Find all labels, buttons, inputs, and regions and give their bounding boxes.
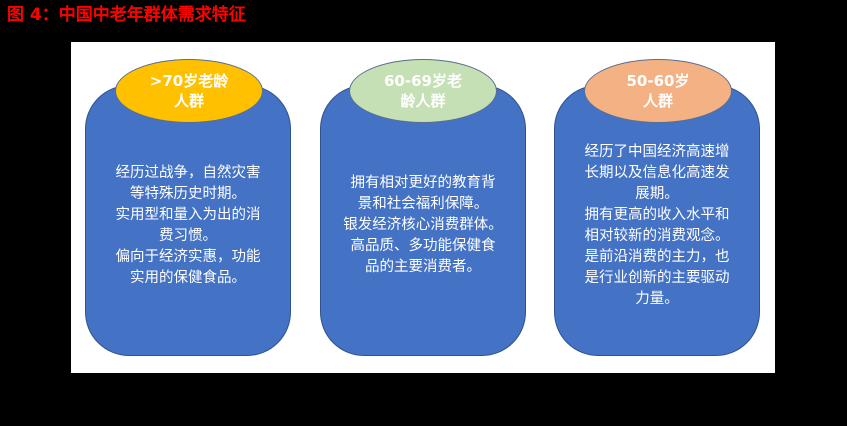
description-line: 长期以及信息化高速发: [584, 165, 730, 181]
diagram-panel: 经历过战争，自然灾害 等特殊历史时期。 实用型和量入为出的消 费习惯。 偏向于经…: [71, 42, 775, 373]
description-line: 高品质、多功能保健食: [350, 238, 496, 254]
description-line: 等特殊历史时期。: [130, 186, 246, 202]
header-label: 人群: [173, 92, 204, 110]
header-label: 50-60岁: [626, 72, 690, 90]
card-50-60-description: 经历了中国经济高速增 长期以及信息化高速发 展期。 拥有更高的收入水平和 相对较…: [563, 142, 751, 310]
card-over-70: 经历过战争，自然灾害 等特殊历史时期。 实用型和量入为出的消 费习惯。 偏向于经…: [85, 85, 291, 356]
header-label: >70岁老龄: [149, 72, 229, 90]
description-line: 景和社会福利保障。: [357, 196, 489, 212]
card-50-60: 经历了中国经济高速增 长期以及信息化高速发 展期。 拥有更高的收入水平和 相对较…: [554, 85, 760, 356]
header-ellipse-over-70: >70岁老龄 人群: [115, 59, 263, 123]
header-ellipse-50-60: 50-60岁 人群: [584, 59, 732, 123]
description-line: 力量。: [635, 291, 679, 307]
description-line: 经历了中国经济高速增: [584, 144, 730, 160]
header-label: 龄人群: [400, 92, 446, 110]
description-line: 展期。: [635, 186, 679, 202]
card-over-70-description: 经历过战争，自然灾害 等特殊历史时期。 实用型和量入为出的消 费习惯。 偏向于经…: [94, 163, 282, 289]
description-line: 经历过战争，自然灾害: [115, 165, 261, 181]
description-line: 是行业创新的主要驱动: [584, 270, 730, 286]
header-label: 60-69岁老: [384, 72, 462, 90]
description-line: 实用的保健食品。: [130, 270, 246, 286]
description-line: 相对较新的消费观念。: [584, 228, 730, 244]
description-line: 拥有更高的收入水平和: [584, 207, 730, 223]
card-60-69: 拥有相对更好的教育背 景和社会福利保障。 银发经济核心消费群体。 高品质、多功能…: [320, 85, 526, 356]
figure-title: 图 4：中国中老年群体需求特征: [7, 5, 246, 25]
description-line: 品的主要消费者。: [365, 259, 481, 275]
header-ellipse-60-69: 60-69岁老 龄人群: [349, 59, 497, 123]
description-line: 实用型和量入为出的消: [115, 207, 261, 223]
header-label: 人群: [642, 92, 673, 110]
description-line: 是前沿消费的主力，也: [584, 249, 730, 265]
description-line: 偏向于经济实惠，功能: [115, 249, 261, 265]
description-line: 费习惯。: [159, 228, 217, 244]
description-line: 拥有相对更好的教育背: [350, 175, 496, 191]
card-60-69-description: 拥有相对更好的教育背 景和社会福利保障。 银发经济核心消费群体。 高品质、多功能…: [329, 173, 517, 278]
description-line: 银发经济核心消费群体。: [343, 217, 503, 233]
